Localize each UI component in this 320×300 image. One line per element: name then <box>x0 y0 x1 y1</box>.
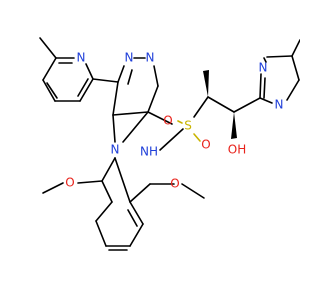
methyl-wedge <box>203 70 209 97</box>
sulfonyl-oxygen-bottom: O <box>201 138 210 152</box>
hydroxyl-wedge <box>231 112 237 139</box>
pyrimidine-nitrogen-bottom: N <box>275 98 284 112</box>
methylpyrimidine-ring <box>233 39 300 113</box>
triazole-nitrogen-left: N <box>125 51 134 65</box>
methoxy-oxygen-right: O <box>170 177 179 191</box>
sulfur-atom: S <box>184 119 192 133</box>
nh-group: NH <box>140 145 158 159</box>
triazole-nitrogen-right: N <box>146 51 155 65</box>
dimethoxyphenyl-ring <box>77 157 175 251</box>
hydroxyl-group: OH <box>228 143 246 157</box>
methoxy-oxygen-left: O <box>65 176 74 190</box>
sulfonyl-oxygen-top: O <box>163 114 172 128</box>
pyrimidine-nitrogen-top: N <box>259 61 268 75</box>
methylpyridine-ring <box>39 37 119 102</box>
triazole-nitrogen-ring: N <box>111 143 120 157</box>
chemical-structure-diagram: N N N N O O NH S O O <box>39 37 300 251</box>
pyridine-nitrogen: N <box>77 51 86 65</box>
triazole-ring <box>112 57 173 125</box>
